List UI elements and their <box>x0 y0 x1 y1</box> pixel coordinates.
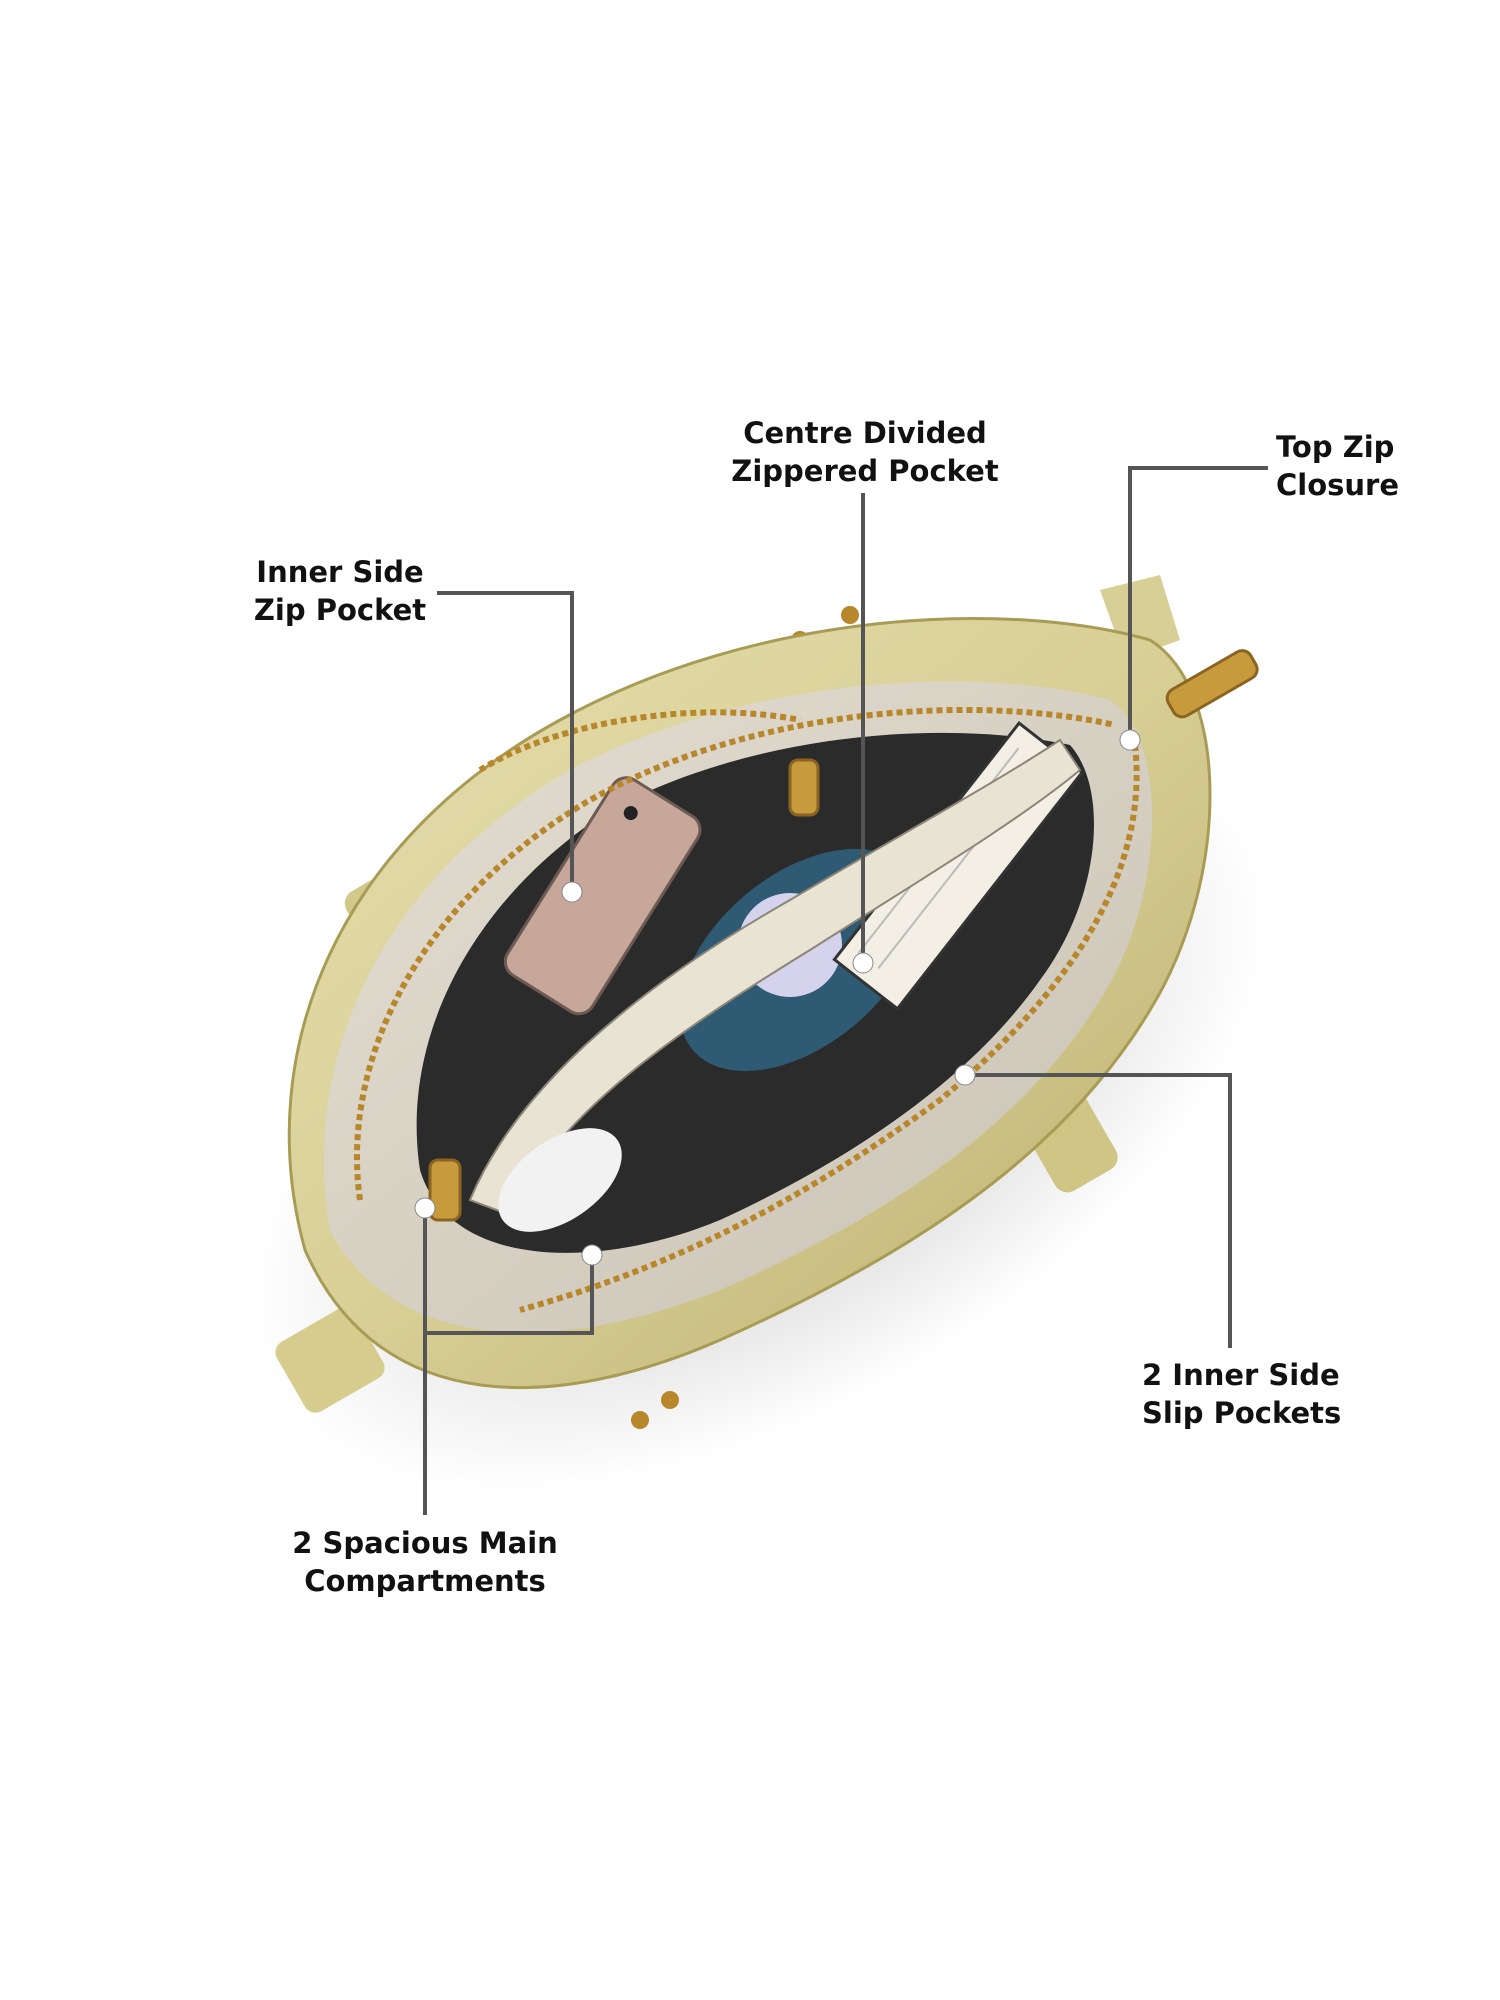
phone <box>503 776 702 1016</box>
dot-inner-side-zip-pocket <box>561 881 583 903</box>
leader-inner-side-slip-pockets <box>965 1073 1232 1348</box>
zip-pullers <box>428 649 1259 1222</box>
dot-spacious-main-compartments-b <box>581 1244 603 1266</box>
leader-lines <box>423 466 1268 1515</box>
callout-line-1: Inner Side <box>256 555 424 589</box>
callout-line-2: Slip Pockets <box>1142 1396 1342 1430</box>
callout-inner-side-zip-pocket: Inner Side Zip Pocket <box>240 553 440 629</box>
callout-line-2: Zippered Pocket <box>731 454 999 488</box>
callout-line-2: Compartments <box>304 1564 546 1598</box>
dot-spacious-main-compartments-a <box>414 1197 436 1219</box>
callout-top-zip-closure: Top Zip Closure <box>1276 428 1436 504</box>
callout-line-1: 2 Spacious Main <box>292 1526 558 1560</box>
callout-line-1: 2 Inner Side <box>1142 1358 1340 1392</box>
dot-top-zip-closure <box>1119 729 1141 751</box>
leader-inner-side-zip-pocket <box>437 591 574 892</box>
zipper-tracks <box>354 707 1140 1313</box>
callout-line-1: Top Zip <box>1276 430 1395 464</box>
callout-line-2: Closure <box>1276 468 1400 502</box>
dot-inner-side-slip-pockets <box>954 1064 976 1086</box>
dot-centre-divided-zippered-pocket <box>852 952 874 974</box>
centre-pocket <box>468 738 1082 1217</box>
white-item <box>498 1128 622 1232</box>
callout-line-1: Centre Divided <box>743 416 987 450</box>
callout-inner-side-slip-pockets: 2 Inner Side Slip Pockets <box>1142 1356 1362 1432</box>
leader-top-zip-closure <box>1128 466 1268 740</box>
callout-line-2: Zip Pocket <box>253 593 427 627</box>
callout-dots <box>414 729 1141 1266</box>
callout-centre-divided-zippered-pocket: Centre Divided Zippered Pocket <box>715 414 1015 490</box>
callout-spacious-main-compartments: 2 Spacious Main Compartments <box>270 1524 580 1600</box>
